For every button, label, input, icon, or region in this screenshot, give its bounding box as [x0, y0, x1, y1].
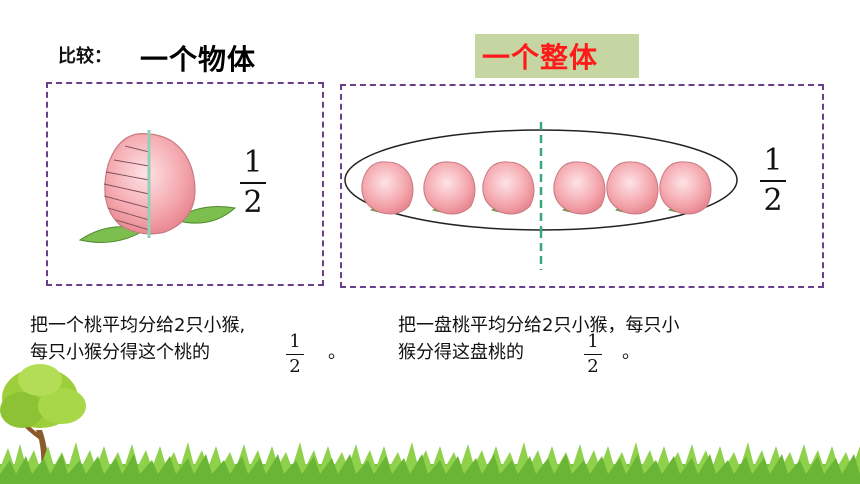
right-description-line2: 猴分得这盘桃的 [398, 340, 524, 366]
divider-line-extension [539, 230, 543, 270]
compare-label: 比较： [58, 46, 112, 67]
left-fraction-numerator: 1 [243, 145, 263, 180]
left-description-fraction-numerator: 1 [289, 331, 301, 352]
right-description-fraction-numerator: 1 [587, 331, 599, 352]
grass-decoration [0, 442, 860, 484]
left-description-line1: 把一个桃平均分给2只小猴, [30, 315, 246, 336]
single-peach-illustration [78, 130, 237, 243]
right-panel-box [340, 84, 824, 288]
right-description-line1: 把一盘桃平均分给2只小猴，每只小 [398, 315, 680, 336]
left-title: 一个物体 [140, 43, 257, 76]
left-description-fraction: 1 2 [284, 333, 306, 376]
left-panel-box [46, 82, 324, 286]
right-fraction: 1 2 [758, 146, 788, 216]
right-fraction-bar [760, 180, 786, 182]
left-description-prefix: 每只小猴分得这个桃的 [30, 342, 210, 363]
right-description-fraction: 1 2 [582, 333, 604, 376]
left-description-fraction-denominator: 2 [289, 356, 301, 377]
left-fraction: 1 2 [238, 148, 268, 218]
right-title-highlight [475, 34, 639, 78]
right-description-suffix: 。 [622, 342, 640, 363]
right-description-fraction-bar [584, 354, 602, 355]
left-description-suffix: 。 [328, 342, 346, 363]
left-fraction-denominator: 2 [243, 185, 263, 220]
right-description-prefix: 猴分得这盘桃的 [398, 342, 524, 363]
plate-of-peaches-illustration [344, 122, 738, 232]
left-fraction-bar [240, 182, 266, 184]
right-title: 一个整体 [482, 41, 599, 74]
left-description-line2: 每只小猴分得这个桃的 [30, 340, 210, 366]
left-description-fraction-bar [286, 354, 304, 355]
right-fraction-denominator: 2 [763, 183, 783, 218]
tree-decoration [0, 364, 86, 484]
right-fraction-numerator: 1 [763, 143, 783, 178]
right-description-fraction-denominator: 2 [587, 356, 599, 377]
